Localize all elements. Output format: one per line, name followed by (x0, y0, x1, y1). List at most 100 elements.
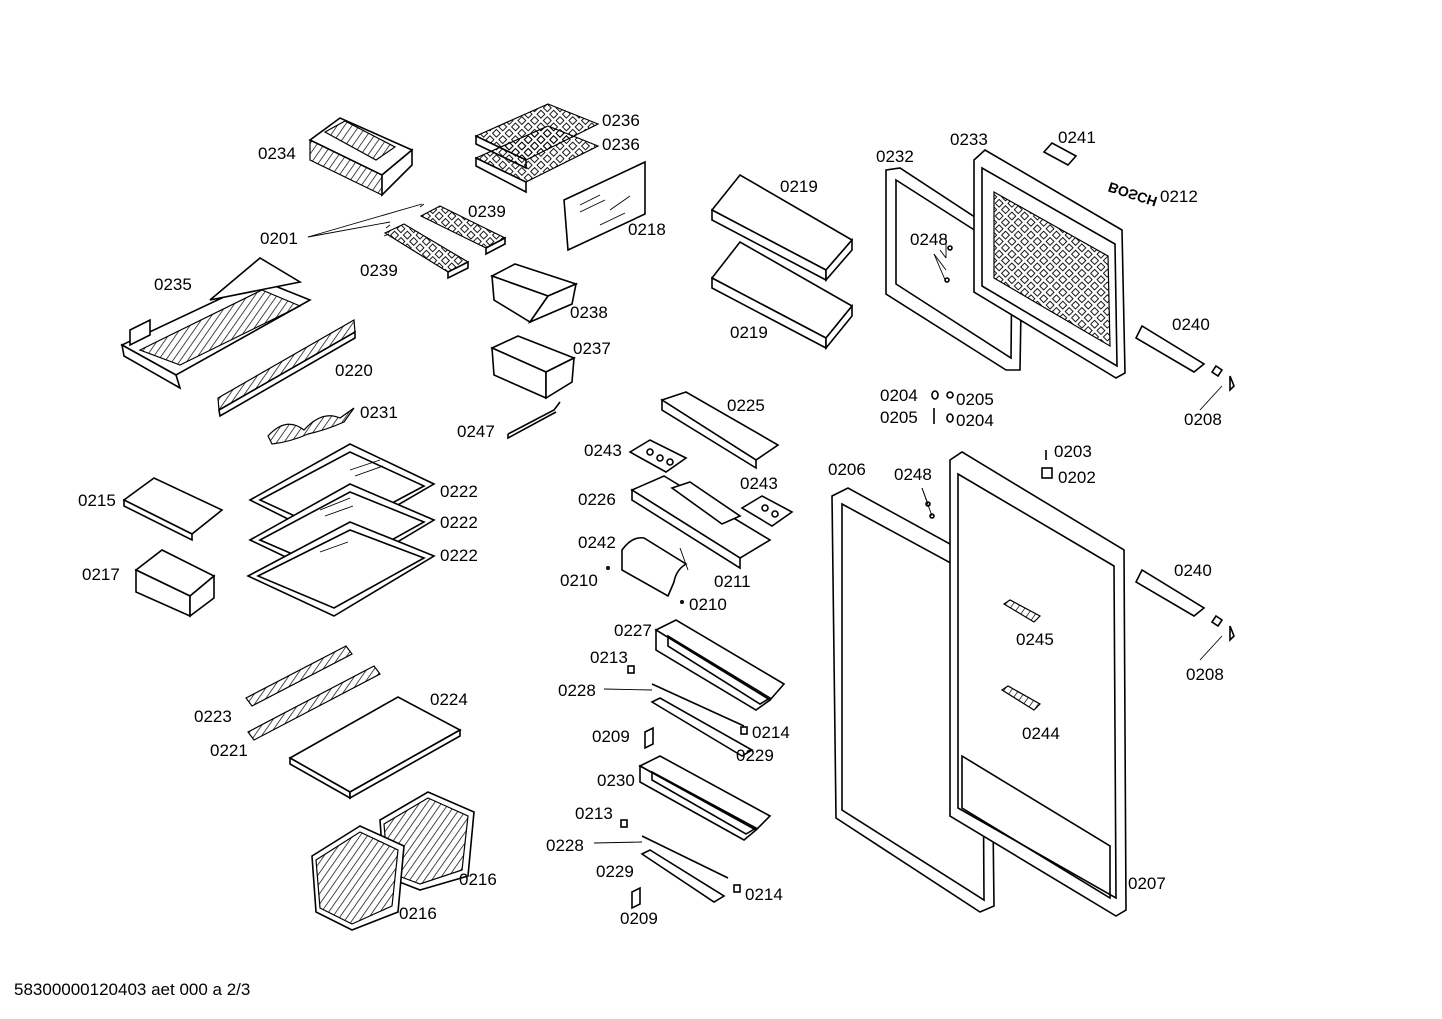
part-label: 0230 (597, 771, 635, 790)
part-label: 0213 (575, 804, 613, 823)
part-label: 0203 (1054, 442, 1092, 461)
part-0247-drawing (507, 401, 561, 440)
part-label: 0201 (260, 229, 298, 248)
part-0230-drawing (638, 755, 772, 841)
part-label: 0240 (1174, 561, 1212, 580)
part-label: 0206 (828, 460, 866, 479)
part-0239-drawing (383, 203, 507, 280)
drawing-reference-code: 58300000120403 aet 000 a 2/3 (14, 980, 251, 999)
part-0215-drawing (122, 477, 224, 542)
part-label: 0210 (689, 595, 727, 614)
part-label: 0215 (78, 491, 116, 510)
part-label: 0226 (578, 490, 616, 509)
part-label: 0248 (894, 465, 932, 484)
part-label: 0212 (1160, 187, 1198, 206)
part-label: 0218 (628, 220, 666, 239)
part-label: 0216 (399, 904, 437, 923)
part-label: 0229 (736, 746, 774, 765)
part-label: 0233 (950, 130, 988, 149)
part-label: 0224 (430, 690, 468, 709)
part-label: 0228 (558, 681, 596, 700)
part-label: 0204 (880, 386, 918, 405)
part-label: 0243 (584, 441, 622, 460)
part-0204-0205-drawing (931, 390, 954, 424)
part-label: 0236 (602, 111, 640, 130)
part-label: 0225 (727, 396, 765, 415)
part-0227-drawing (654, 619, 786, 711)
part-label: 0239 (468, 202, 506, 221)
part-label: 0210 (560, 571, 598, 590)
part-label: 0205 (956, 390, 994, 409)
part-label: 0214 (752, 723, 790, 742)
part-label: 0232 (876, 147, 914, 166)
part-label: 0204 (956, 411, 994, 430)
part-label: 0222 (440, 546, 478, 565)
part-0235-drawing (120, 257, 312, 390)
part-label: 0214 (745, 885, 783, 904)
part-label: 0222 (440, 482, 478, 501)
part-0241-drawing (1042, 141, 1078, 167)
part-label: 0238 (570, 303, 608, 322)
part-label: 0237 (573, 339, 611, 358)
part-label: 0209 (592, 727, 630, 746)
part-0233-drawing (973, 149, 1126, 379)
part-label: 0248 (910, 230, 948, 249)
part-label: 0223 (194, 707, 232, 726)
part-0237-drawing (490, 335, 576, 400)
part-label: 0205 (880, 408, 918, 427)
part-0228-0229-upper-drawing (627, 665, 754, 757)
part-label: 0211 (714, 572, 751, 591)
part-0224-drawing (288, 696, 462, 800)
part-label: 0227 (614, 621, 652, 640)
part-0219-drawing (710, 173, 854, 351)
part-label: 0228 (546, 836, 584, 855)
part-0216-drawing (311, 791, 475, 931)
part-label: 0217 (82, 565, 120, 584)
part-0206-drawing (831, 487, 995, 913)
part-label: 0207 (1128, 874, 1166, 893)
part-label: 0216 (459, 870, 497, 889)
part-label: 0208 (1184, 410, 1222, 429)
part-label: 0221 (210, 741, 248, 760)
part-label: 0240 (1172, 315, 1210, 334)
part-label: 0235 (154, 275, 192, 294)
part-0231-drawing (267, 407, 355, 445)
part-0242-drawing (606, 536, 688, 604)
part-label: 0243 (740, 474, 778, 493)
part-label: 0202 (1058, 468, 1096, 487)
part-0240-drawing (1134, 324, 1235, 642)
part-label: 0241 (1058, 128, 1096, 147)
part-label: 0229 (596, 862, 634, 881)
part-label: 0222 (440, 513, 478, 532)
part-0228-0229-lower-drawing (620, 819, 741, 910)
part-label: 0242 (578, 533, 616, 552)
part-0222-drawing (246, 443, 436, 617)
part-label: 0208 (1186, 665, 1224, 684)
part-label: 0245 (1016, 630, 1054, 649)
part-labels: 0234 0236 0236 0218 0201 0239 0239 0235 … (78, 111, 1224, 928)
part-label: 0209 (620, 909, 658, 928)
part-0234-drawing (308, 117, 414, 197)
part-label: 0220 (335, 361, 373, 380)
part-0236-drawing (474, 103, 600, 194)
part-label: 0219 (730, 323, 768, 342)
part-0220-drawing (217, 319, 356, 418)
part-label: 0239 (360, 261, 398, 280)
part-label: 0213 (590, 648, 628, 667)
part-0226-drawing (630, 475, 772, 570)
brand-logo-text: BOSCH (1106, 179, 1159, 210)
part-0223-0221-drawing (245, 645, 381, 741)
part-label: 0231 (360, 403, 398, 422)
part-label: 0244 (1022, 724, 1060, 743)
part-0225-drawing (660, 391, 780, 470)
part-0207-drawing (949, 450, 1127, 917)
part-label: 0234 (258, 144, 296, 163)
part-label: 0236 (602, 135, 640, 154)
part-0238-drawing (490, 263, 579, 324)
leader-lines (307, 203, 1223, 844)
part-0243-drawing (628, 439, 794, 527)
part-0217-drawing (134, 549, 216, 618)
part-label: 0219 (780, 177, 818, 196)
